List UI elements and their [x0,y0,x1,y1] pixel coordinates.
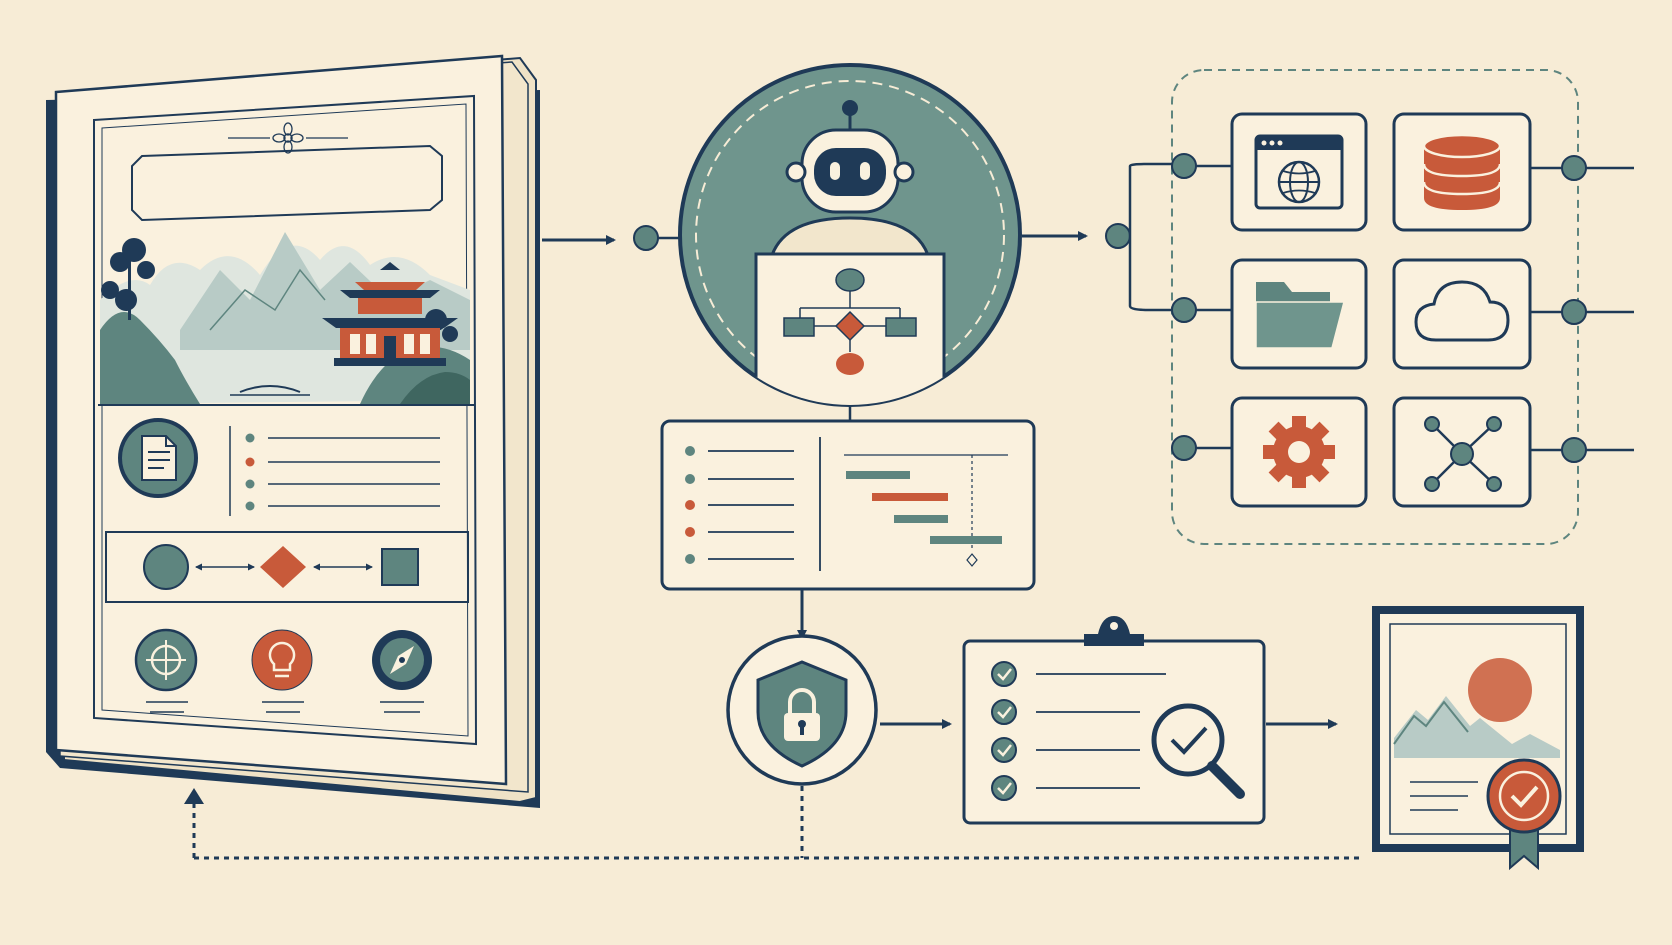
ai-agent-robot-icon [678,63,1022,407]
book-to-agent-connector [542,225,680,251]
tool-connector-right [1530,155,1634,463]
checklist [991,661,1166,801]
tool-connector-left [1171,153,1232,461]
feedback-loop-connector [184,786,1360,860]
book-document-section [118,418,440,516]
playbook-book-icon [46,54,540,808]
database-icon [1392,112,1532,232]
book-icons-row [134,628,432,713]
gear-icon [1230,396,1368,508]
lightbulb-icon [251,629,313,713]
gantt-chart-icon [844,454,1008,567]
approval-seal-icon [1486,758,1562,871]
book-process-section [105,531,469,603]
clipboard-checklist-icon [962,616,1266,825]
folder-icon [1230,258,1368,370]
magnifier-check-icon [1151,703,1245,799]
pagoda-icon [322,262,458,366]
cloud-icon [1392,258,1532,370]
plan-gantt-card [660,405,1036,591]
landscape-illustration [100,232,470,404]
web-browser-icon [1230,112,1368,232]
title-plaque [131,144,443,222]
target-icon [134,628,198,713]
shield-lock-icon [726,634,878,786]
compass-icon [372,630,432,713]
document-icon [141,435,177,481]
certificate-icon [1372,606,1584,871]
tools-panel [1171,69,1634,545]
flowchart-icon [783,268,917,375]
ornament-flower-icon [228,122,348,154]
network-icon [1392,396,1532,508]
task-list [685,446,794,564]
agent-to-tools-connector [1022,162,1172,312]
